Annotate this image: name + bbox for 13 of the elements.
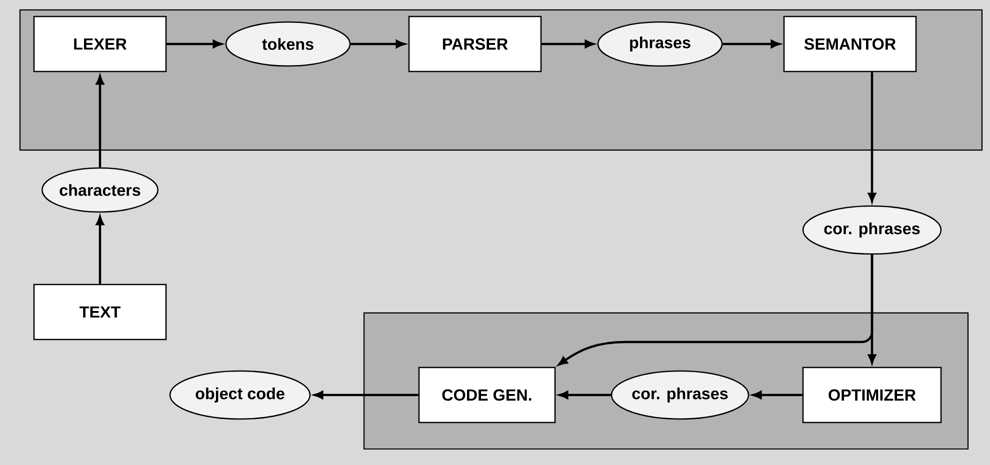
arrow <box>559 390 611 400</box>
process-box: SEMANTOR <box>783 16 917 72</box>
process-box: PARSER <box>408 16 542 72</box>
process-box: OPTIMIZER <box>802 366 942 424</box>
arrow <box>350 40 406 48</box>
arrow <box>722 40 780 48</box>
process-box: CODE GEN. <box>418 366 556 424</box>
arrow <box>96 216 104 284</box>
arrow <box>166 40 222 48</box>
arrow <box>752 390 802 400</box>
arrow <box>542 40 594 48</box>
process-box: LEXER <box>33 16 167 72</box>
process-box: TEXT <box>33 284 167 340</box>
